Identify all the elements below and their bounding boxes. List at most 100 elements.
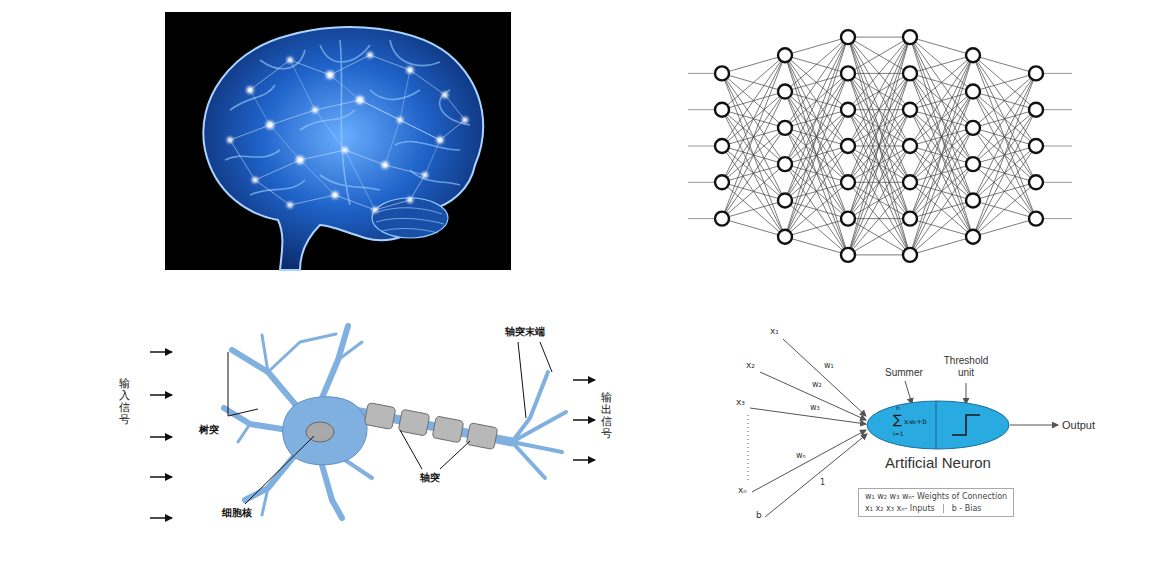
brain-picture <box>437 137 444 144</box>
dendrite <box>512 412 566 442</box>
weight-name: w₁ <box>824 361 834 370</box>
brain-picture <box>397 117 403 123</box>
dendrite <box>224 408 288 430</box>
network-link <box>910 37 973 55</box>
network-unit <box>715 139 729 153</box>
network-link <box>722 73 785 236</box>
input-name: x₂ <box>746 360 755 370</box>
brain-picture <box>372 198 448 238</box>
network-link <box>785 164 848 255</box>
network-link <box>848 219 910 255</box>
network-link <box>910 37 973 237</box>
input-wire <box>748 415 749 482</box>
brain-picture <box>407 197 413 203</box>
input-wire <box>966 383 967 404</box>
network-link <box>848 37 910 182</box>
brain-picture <box>227 52 468 213</box>
network-link <box>848 37 910 255</box>
network-unit <box>778 85 792 99</box>
brain-picture <box>269 124 272 127</box>
part-name: 细胞核 <box>222 507 252 519</box>
network-link <box>973 55 1036 73</box>
network-unit <box>1029 66 1043 80</box>
input-name: x₁ <box>770 326 779 336</box>
network-link <box>910 200 973 254</box>
network-link <box>848 146 910 255</box>
dendrite <box>224 326 566 518</box>
sum-sign: ∑ <box>893 413 902 428</box>
signal-arrow <box>150 436 172 438</box>
network-link <box>848 73 910 255</box>
brain-picture <box>329 74 332 77</box>
network-link <box>785 37 848 91</box>
network-graph <box>688 30 1072 262</box>
myelin-sheath <box>466 423 498 450</box>
brain-picture <box>296 156 304 164</box>
network-link <box>910 55 973 255</box>
callout-text: Threshold unit <box>940 355 992 379</box>
input-wire <box>1010 425 1058 426</box>
dendrite <box>262 335 268 372</box>
dendrite <box>322 465 342 518</box>
network-link <box>848 182 910 255</box>
network-unit <box>841 175 855 189</box>
signal-arrow <box>150 517 172 519</box>
ellipse-shape <box>867 401 1009 449</box>
network-link <box>722 55 785 182</box>
network-unit <box>1029 139 1043 153</box>
input-name: xₙ <box>738 485 747 495</box>
signal-arrow <box>573 419 595 421</box>
brain-picture <box>462 117 468 123</box>
network-unit <box>778 230 792 244</box>
brain-picture <box>249 89 252 92</box>
network-unit <box>903 30 917 44</box>
input-wire <box>905 381 912 404</box>
myelin-sheath <box>364 403 396 430</box>
brain-picture <box>409 69 412 72</box>
network-link <box>722 92 785 219</box>
network-link <box>848 37 910 146</box>
myelin-sheath <box>364 403 498 450</box>
brain-picture <box>356 96 364 104</box>
network-unit <box>903 139 917 153</box>
network-unit <box>778 157 792 171</box>
leader-line <box>228 352 258 416</box>
network-link <box>910 55 973 218</box>
network-unit <box>903 212 917 226</box>
neuron-picture <box>150 326 595 518</box>
network-link <box>785 182 848 236</box>
neuron-title: Artificial Neuron <box>866 455 1010 472</box>
brain-picture <box>230 55 465 210</box>
signal-arrow <box>150 352 595 518</box>
network-unit <box>966 85 980 99</box>
leader-line <box>400 430 422 469</box>
network-link <box>973 219 1036 237</box>
network-unit <box>966 230 980 244</box>
network-unit <box>841 66 855 80</box>
dendrite <box>262 488 268 515</box>
network-unit <box>966 193 980 207</box>
brain-picture <box>299 159 302 162</box>
brain-picture <box>407 67 414 74</box>
network-link <box>722 110 785 237</box>
brain-picture <box>422 172 428 178</box>
network-link <box>722 128 785 219</box>
network-link <box>722 182 785 236</box>
network-link <box>785 55 848 255</box>
network-link <box>785 219 848 237</box>
input-wire <box>783 339 866 416</box>
network-link <box>785 237 848 255</box>
network-link <box>910 55 973 182</box>
legend-text: b - Bias <box>943 504 982 513</box>
dendrite <box>322 326 348 398</box>
legend-text: w₁ w₂ w₃ wₙ- Weights of Connection <box>865 492 1007 501</box>
network-link <box>973 55 1036 218</box>
network-link <box>848 37 910 73</box>
signal-arrow <box>150 476 172 478</box>
network-link <box>973 73 1036 236</box>
network-link <box>910 237 973 255</box>
ellipse-outline <box>866 400 1010 450</box>
network-unit <box>903 248 917 262</box>
nucleus <box>306 422 334 442</box>
network-unit <box>715 175 729 189</box>
